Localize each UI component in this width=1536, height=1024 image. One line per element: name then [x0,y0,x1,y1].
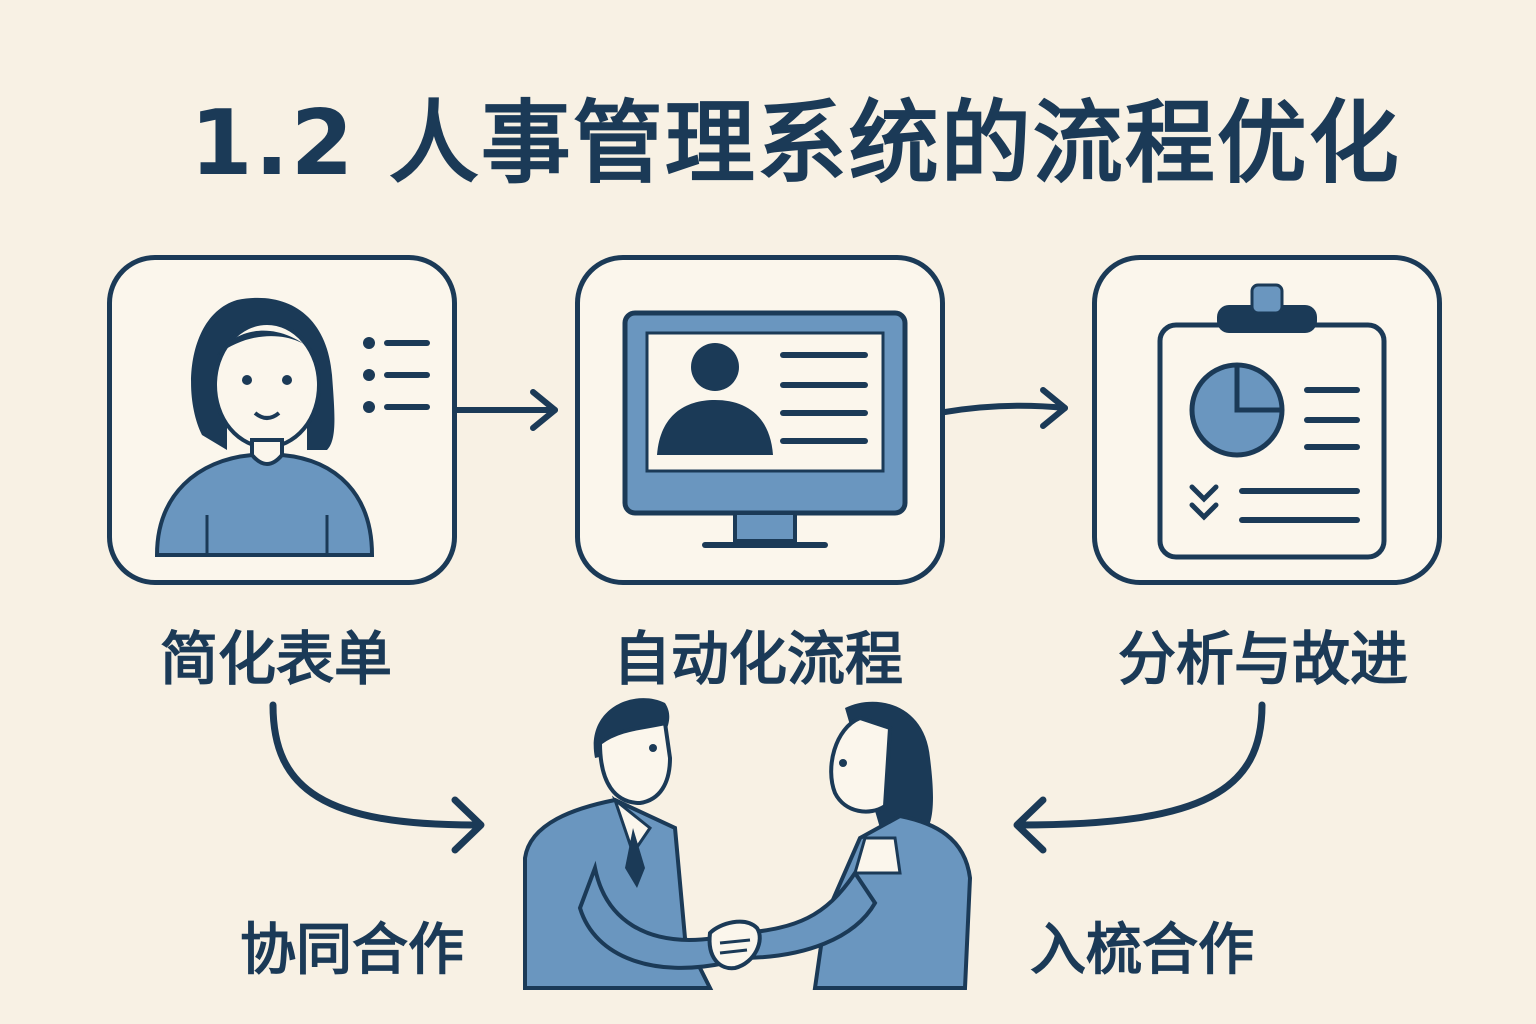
arrow-right-icon [942,387,1068,429]
handshake-icon [523,698,973,990]
person-form-icon [154,297,430,557]
step-label-automation: 自动化流程 [613,625,904,693]
bottom-label-left: 协同合作 [240,918,464,983]
step-label-analysis: 分析与故进 [1118,625,1409,693]
step-card-automation [575,255,945,585]
curved-arrow-icon [1013,701,1266,854]
computer-profile-icon [622,310,908,548]
curved-arrow-icon [269,701,485,854]
page-title: 1.2 人事管理系统的流程优化 [190,91,1401,196]
step-card-analysis [1092,255,1442,585]
step-card-simplify-form [107,255,457,585]
clipboard-chart-icon [1157,283,1387,560]
bottom-label-right: 入梳合作 [1030,918,1254,983]
arrow-right-icon [452,389,558,431]
step-label-simplify-form: 简化表单 [160,625,393,693]
